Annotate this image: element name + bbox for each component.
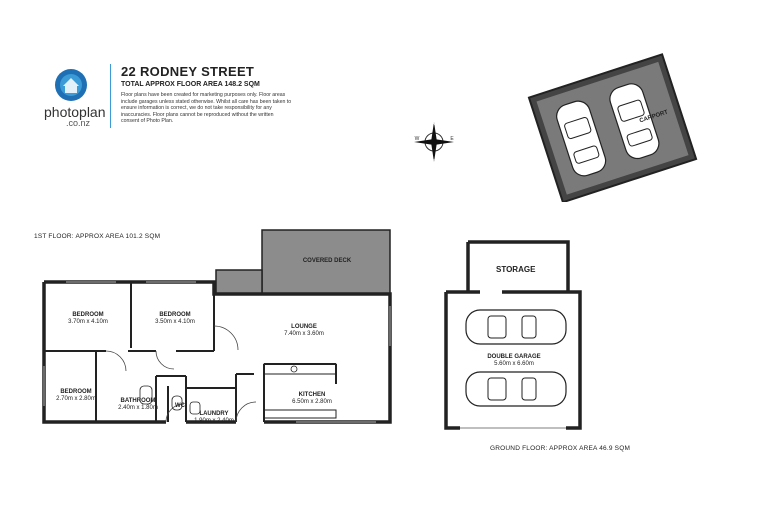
room-name: BEDROOM	[72, 312, 104, 318]
first-floor-label: 1ST FLOOR: APPROX AREA 101.2 SQM	[34, 233, 161, 240]
disclaimer: Floor plans have been created for market…	[121, 92, 292, 125]
room-name: LOUNGE	[291, 324, 317, 330]
compass-icon: N E S W	[414, 122, 454, 165]
room-dims: 5.60m x 6.60m	[494, 361, 534, 367]
room-name: BATHROOM	[120, 398, 156, 404]
ground-floor-label: GROUND FLOOR: APPROX AREA 46.9 SQM	[490, 445, 631, 452]
photoplan-logo	[54, 68, 88, 102]
room-name: BEDROOM	[60, 389, 92, 395]
compass-n: N	[432, 122, 436, 128]
ground-floor-plan	[444, 240, 582, 430]
room-bedroom-2: BEDROOM 3.50m x 4.10m	[145, 312, 205, 326]
compass-w: W	[415, 136, 420, 142]
room-name: COVERED DECK	[302, 258, 352, 264]
room-double-garage: DOUBLE GARAGE 5.60m x 6.60m	[478, 354, 550, 368]
first-floor-plan	[42, 229, 392, 424]
storage-label: STORAGE	[496, 265, 536, 274]
room-kitchen: KITCHEN 6.50m x 2.80m	[282, 392, 342, 406]
room-name: LAUNDRY	[199, 411, 229, 417]
room-bathroom: BATHROOM 2.40m x 1.80m	[110, 398, 166, 412]
room-name: DOUBLE GARAGE	[487, 354, 541, 360]
room-bedroom-1: BEDROOM 3.70m x 4.10m	[58, 312, 118, 326]
room-dims: 6.50m x 2.80m	[292, 399, 332, 405]
room-dims: 7.40m x 3.60m	[284, 331, 324, 337]
header-divider	[110, 64, 111, 128]
room-dims: 2.40m x 1.80m	[118, 405, 158, 411]
room-dims: 1.90m x 2.40m	[194, 418, 234, 424]
car-icon	[465, 309, 567, 345]
room-dims: 2.70m x 2.80m	[56, 396, 96, 402]
room-name: BEDROOM	[159, 312, 191, 318]
brand-domain: .co.nz	[66, 118, 91, 128]
compass-s: S	[432, 159, 436, 165]
carport-plan: CARPORT	[527, 53, 698, 202]
room-name: WC	[175, 403, 185, 409]
brand-name: photoplan	[44, 104, 106, 120]
room-dims: 3.70m x 4.10m	[68, 319, 108, 325]
room-lounge: LOUNGE 7.40m x 3.60m	[274, 324, 334, 338]
compass-e: E	[450, 136, 454, 142]
car-icon	[465, 371, 567, 407]
room-wc: WC	[170, 403, 190, 410]
car-icon	[556, 100, 607, 177]
room-laundry: LAUNDRY 1.90m x 2.40m	[188, 411, 240, 425]
room-name: KITCHEN	[298, 392, 326, 398]
car-icon	[609, 83, 660, 160]
room-dims: 3.50m x 4.10m	[155, 319, 195, 325]
total-area: TOTAL APPROX FLOOR AREA 148.2 SQM	[121, 81, 260, 88]
room-bedroom-3: BEDROOM 2.70m x 2.80m	[46, 389, 106, 403]
address-title: 22 RODNEY STREET	[121, 64, 255, 79]
house-globe-icon	[55, 69, 87, 101]
covered-deck-label: COVERED DECK	[292, 258, 362, 265]
